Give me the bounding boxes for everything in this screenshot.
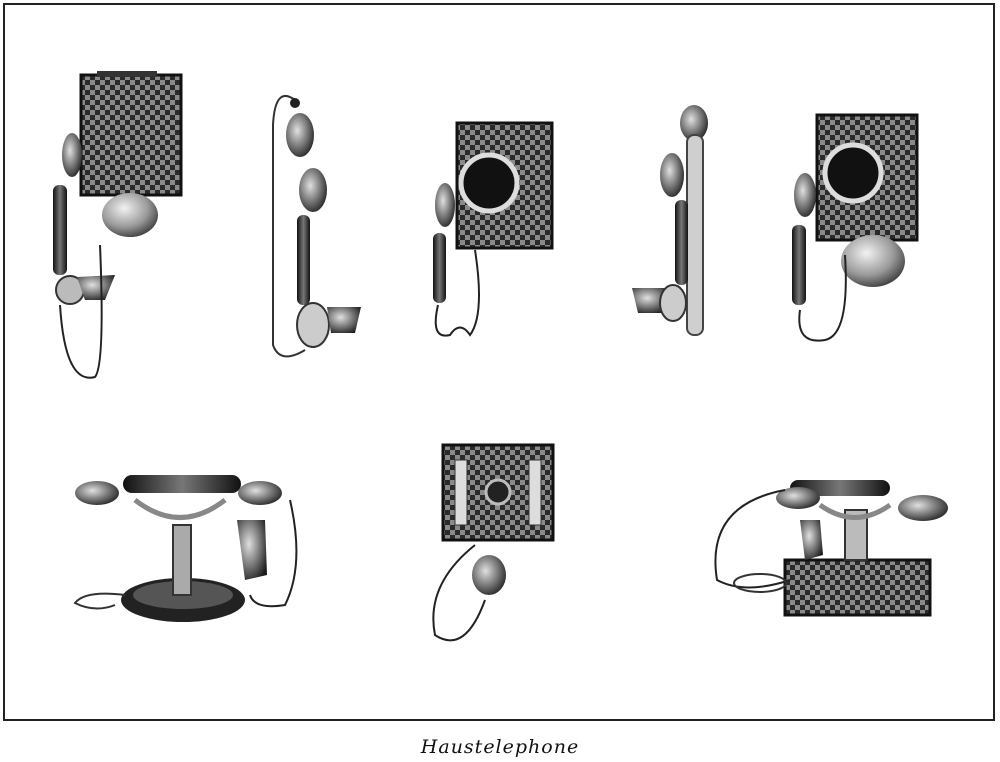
wall-telephone-2 (272, 94, 361, 358)
wall-telephone-5 (792, 113, 919, 342)
wall-telephone-4 (632, 105, 708, 336)
desk-telephone-1 (73, 475, 298, 622)
telephones-engraving (53, 71, 948, 642)
illustration-plate (3, 3, 995, 721)
wall-box-telephone (432, 443, 555, 642)
desk-telephone-2 (714, 480, 948, 617)
wall-telephone-3 (433, 121, 554, 337)
wall-telephone-1 (53, 71, 183, 379)
plate-caption: Haustelephone (420, 736, 580, 758)
